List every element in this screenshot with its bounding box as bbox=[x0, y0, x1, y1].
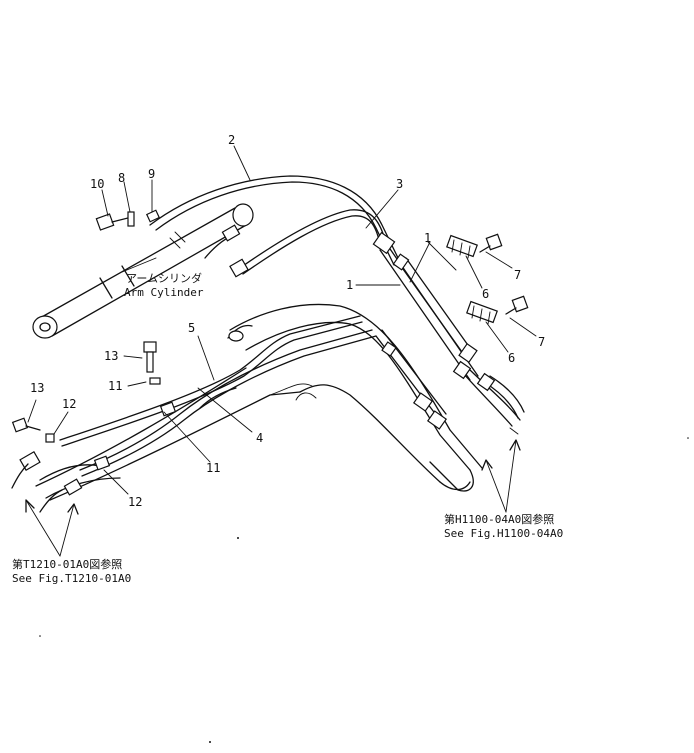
callout-7a: 7 bbox=[514, 268, 521, 282]
callout-12a: 12 bbox=[62, 397, 76, 411]
callout-4: 4 bbox=[256, 431, 263, 445]
part-7a-bolt bbox=[479, 233, 503, 253]
callout-8: 8 bbox=[118, 171, 125, 185]
lower-pipes bbox=[11, 315, 377, 513]
arm-cylinder bbox=[32, 203, 254, 339]
callout-13a: 13 bbox=[104, 349, 118, 363]
callout-12b: 12 bbox=[128, 495, 142, 509]
callouts: 2 3 1 1 10 8 9 5 4 13 11 13 12 11 12 7 7… bbox=[30, 133, 545, 509]
callout-1a: 1 bbox=[424, 231, 431, 245]
scan-specks bbox=[39, 437, 689, 743]
part-8-bolt bbox=[127, 211, 135, 227]
callout-1b: 1 bbox=[346, 278, 353, 292]
part-9-clip bbox=[145, 209, 161, 223]
callout-7b: 7 bbox=[538, 335, 545, 349]
callout-13b: 13 bbox=[30, 381, 44, 395]
callout-5: 5 bbox=[188, 321, 195, 335]
part-13a-bolt bbox=[143, 341, 157, 373]
part-6b-clamp bbox=[466, 300, 498, 325]
arm-cylinder-label-en: Arm Cylinder bbox=[124, 286, 204, 299]
reference-right-jp: 第H1100-04A0図参照 bbox=[444, 512, 554, 526]
callout-6a: 6 bbox=[482, 287, 489, 301]
reference-right-en: See Fig.H1100-04A0 bbox=[444, 527, 563, 540]
labels: アームシリンダ Arm Cylinder 第H1100-04A0図参照 See … bbox=[12, 271, 563, 585]
part-12a-clamp bbox=[45, 433, 55, 443]
callout-3: 3 bbox=[396, 177, 403, 191]
part-11a-clamp bbox=[149, 377, 161, 385]
right-hoses bbox=[452, 360, 525, 435]
part-12b-clamp bbox=[93, 455, 111, 471]
callout-11b: 11 bbox=[206, 461, 220, 475]
arm-cylinder-label-jp: アームシリンダ bbox=[126, 271, 202, 285]
reference-left-en: See Fig.T1210-01A0 bbox=[12, 572, 131, 585]
leader-lines bbox=[25, 145, 537, 557]
hose-3 bbox=[204, 209, 386, 278]
part-6a-clamp bbox=[446, 234, 478, 259]
pipe-2 bbox=[149, 175, 401, 266]
reference-left-jp: 第T1210-01A0図参照 bbox=[12, 557, 122, 571]
callout-2: 2 bbox=[228, 133, 235, 147]
callout-11a: 11 bbox=[108, 379, 122, 393]
tubes-1 bbox=[372, 231, 479, 430]
part-10-fitting bbox=[95, 213, 129, 231]
part-7b-bolt bbox=[505, 295, 529, 315]
callout-6b: 6 bbox=[508, 351, 515, 365]
callout-9: 9 bbox=[148, 167, 155, 181]
callout-10: 10 bbox=[90, 177, 104, 191]
part-13b-bolt bbox=[11, 417, 41, 433]
